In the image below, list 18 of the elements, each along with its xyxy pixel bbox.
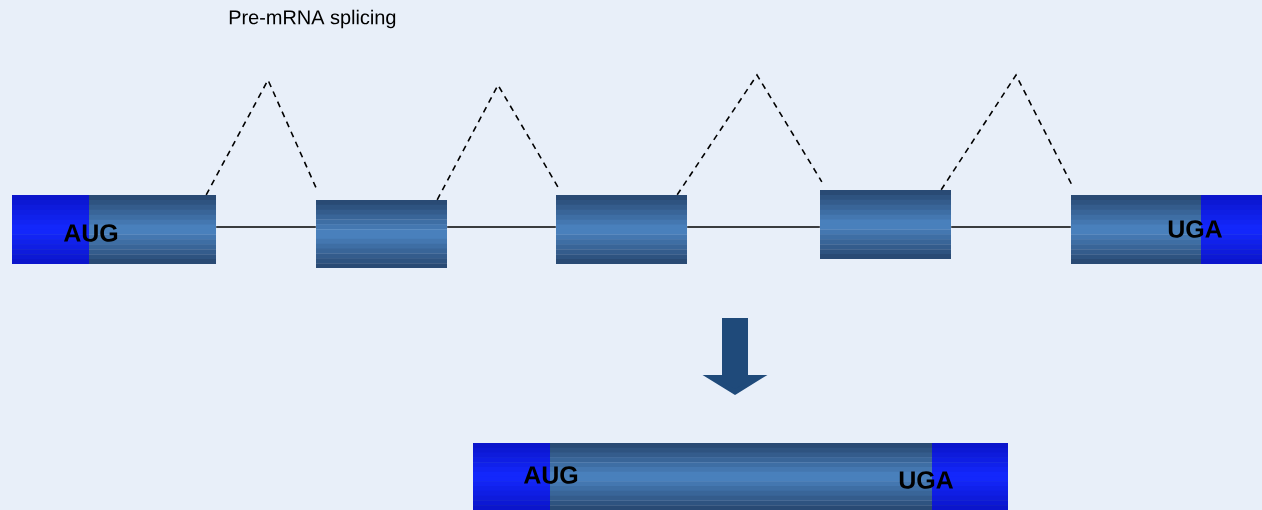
intron-line [686, 226, 821, 228]
node-label: AUG [523, 466, 578, 484]
splice-line [205, 78, 319, 196]
exon-box [820, 190, 951, 259]
splice-line [676, 73, 823, 196]
intron-line [215, 226, 317, 228]
exon-box: AUG [12, 195, 216, 264]
exon-box [316, 200, 447, 268]
node-label: AUG [63, 224, 118, 242]
exon-box [556, 195, 687, 264]
node-label: UGA [1168, 220, 1223, 238]
title: Pre-mRNA splicing [229, 9, 396, 29]
splice-line [940, 73, 1074, 191]
mrna-bar: AUG UGA [473, 443, 1008, 510]
intron-line [950, 226, 1072, 228]
intron-line [446, 226, 557, 228]
node-label: UGA [899, 471, 954, 489]
exon-box: UGA [1071, 195, 1262, 264]
